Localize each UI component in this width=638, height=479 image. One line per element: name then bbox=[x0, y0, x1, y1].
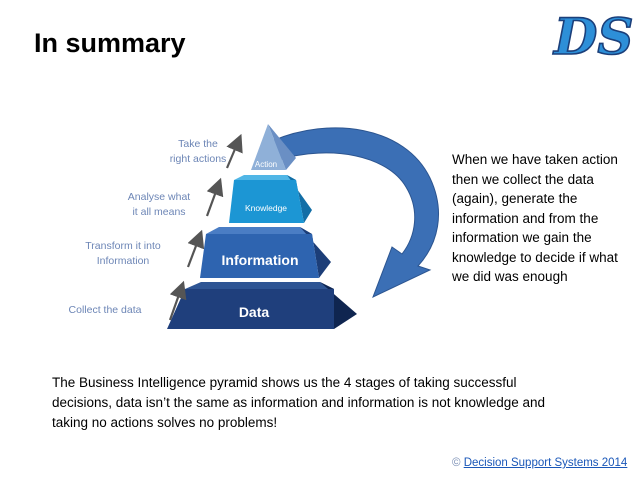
slide-title: In summary bbox=[34, 28, 186, 58]
feedback-curved-arrow bbox=[271, 127, 440, 298]
cycle-explanation-text: When we have taken action then we collec… bbox=[452, 152, 618, 284]
stage-arrow-action-icon bbox=[225, 133, 243, 169]
stage-label-line: Information bbox=[96, 255, 150, 267]
copyright-symbol: © bbox=[452, 457, 461, 469]
stage-label-transform: Transform it into Information bbox=[68, 239, 178, 269]
level-label-knowledge: Knowledge bbox=[245, 203, 287, 213]
stage-label-line: Transform it into bbox=[85, 240, 161, 252]
stage-arrow-analyse-icon bbox=[205, 177, 224, 217]
stage-label-line: Take the bbox=[178, 138, 218, 150]
pyramid-level-knowledge bbox=[229, 175, 312, 223]
stage-label-analyse: Analyse what it all means bbox=[114, 190, 204, 220]
pyramid-level-action bbox=[251, 124, 296, 170]
logo-text: DS bbox=[552, 7, 633, 66]
ds-logo-icon: DS bbox=[551, 6, 634, 66]
copyright-footer: © Decision Support Systems 2014 bbox=[452, 457, 627, 469]
summary-paragraph: The Business Intelligence pyramid shows … bbox=[52, 375, 546, 430]
level-label-action: Action bbox=[255, 160, 277, 169]
level-label-information: Information bbox=[222, 252, 299, 268]
stage-label-take-action: Take the right actions bbox=[158, 137, 238, 167]
stage-arrow-transform-icon bbox=[186, 229, 205, 268]
stage-label-collect: Collect the data bbox=[68, 304, 142, 316]
level-label-data: Data bbox=[239, 304, 270, 320]
stage-arrow-collect-icon bbox=[168, 280, 187, 321]
stage-label-line: it all means bbox=[132, 206, 186, 218]
stage-label-line: Analyse what bbox=[127, 191, 191, 203]
stage-label-line: right actions bbox=[169, 153, 227, 165]
pyramid-level-data bbox=[167, 282, 357, 329]
decision-support-systems-link[interactable]: Decision Support Systems 2014 bbox=[463, 457, 628, 469]
pyramid-level-information bbox=[200, 227, 331, 278]
